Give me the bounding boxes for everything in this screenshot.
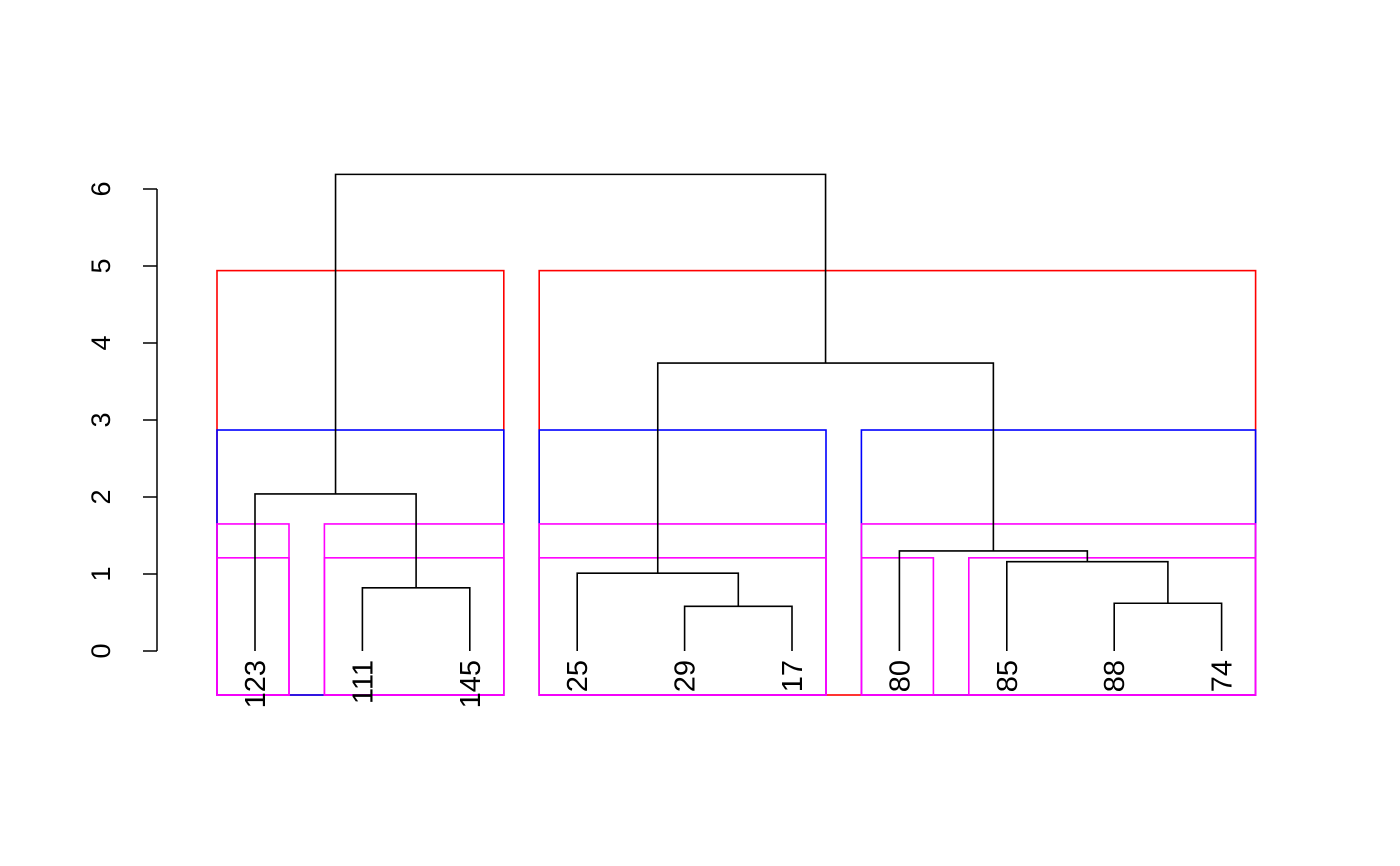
leaf-label: 88	[1099, 660, 1131, 692]
leaf-label: 85	[992, 660, 1024, 692]
cluster-box-2-3	[860, 523, 1257, 696]
y-tick-label: 2	[86, 489, 116, 504]
y-tick-label: 6	[86, 181, 116, 196]
merge-link-4	[1113, 602, 1223, 651]
leaf-label: 80	[884, 660, 916, 692]
cluster-box-3-4	[967, 557, 1257, 696]
y-tick-label: 4	[86, 335, 116, 350]
leaf-label: 29	[670, 660, 702, 692]
merge-link-3	[576, 572, 740, 651]
merge-link-0	[361, 587, 471, 651]
leaf-label: 17	[777, 660, 809, 692]
leaf-label: 145	[455, 660, 487, 708]
y-tick-label: 0	[86, 643, 116, 658]
cluster-boxes	[216, 269, 1257, 696]
merge-link-8	[334, 173, 827, 494]
y-tick-label: 1	[86, 566, 116, 581]
cluster-box-0-1	[538, 269, 1257, 696]
merge-link-6	[898, 550, 1089, 651]
cluster-box-1-0	[216, 429, 505, 696]
leaf-label: 25	[562, 660, 594, 692]
cluster-box-3-0	[216, 557, 290, 696]
cluster-box-3-3	[860, 557, 935, 696]
merge-link-1	[254, 493, 417, 651]
y-tick-label: 3	[86, 412, 116, 427]
cluster-box-0-0	[216, 269, 505, 696]
dendrogram-tree	[254, 173, 1223, 651]
cluster-box-1-2	[860, 429, 1257, 696]
leaf-labels: 123 111 145 25 29 17 80 85 88 74	[240, 660, 1239, 708]
y-axis: 0 1 2 3 4 5 6	[86, 181, 158, 659]
leaf-label: 74	[1207, 660, 1239, 692]
cluster-box-3-2	[538, 557, 827, 696]
merge-link-2	[683, 605, 793, 651]
cluster-box-1-1	[538, 429, 827, 696]
y-tick-label: 5	[86, 258, 116, 273]
merge-link-5	[1006, 560, 1169, 651]
cluster-box-3-1	[323, 557, 505, 696]
leaf-label: 123	[240, 660, 272, 708]
leaf-label: 111	[347, 660, 379, 704]
